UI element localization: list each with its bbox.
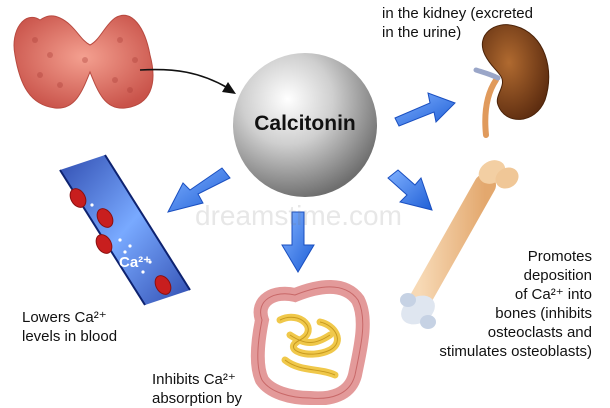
bone-text-line1: Promotes — [527, 248, 592, 265]
bone-text-line2: deposition — [523, 267, 592, 284]
blue-arrows — [167, 92, 456, 273]
watermark: dreamstime.com — [195, 200, 402, 231]
thyroid-gland — [13, 15, 154, 109]
arrow-to-bone — [387, 169, 433, 211]
blood-vessel — [59, 154, 191, 306]
calcitonin-label: Calcitonin — [254, 112, 356, 135]
arrow-to-blood — [167, 167, 231, 213]
blood-text-line1: Lowers Ca²⁺ — [22, 309, 107, 326]
thyroid-to-calcitonin-arrow — [139, 68, 229, 89]
intestine-text-line2: absorption by — [152, 390, 243, 407]
kidney-text-line2: in the urine) — [382, 24, 462, 41]
red-blood-cells — [69, 188, 172, 295]
kidney-text-line1: in the kidney (excreted — [382, 5, 533, 22]
intestine-text-line1: Inhibits Ca²⁺ — [152, 371, 236, 388]
ca-ion-label: Ca²⁺ — [119, 254, 152, 271]
bone-text-line6: stimulates osteoblasts) — [439, 343, 592, 360]
arrow-to-intestine — [281, 211, 315, 273]
calcitonin-sphere — [233, 53, 377, 197]
bone-text-line4: bones (inhibits — [495, 305, 592, 322]
thyroid-arrowhead — [222, 82, 236, 94]
bone — [400, 160, 519, 329]
blood-text-line2: levels in blood — [22, 328, 118, 345]
arrow-to-kidney — [394, 92, 456, 127]
bone-text-line3: of Ca²⁺ into — [514, 286, 592, 303]
kidney — [473, 24, 550, 138]
bone-text-line5: osteoclasts and — [487, 324, 592, 341]
intestines — [250, 280, 370, 405]
